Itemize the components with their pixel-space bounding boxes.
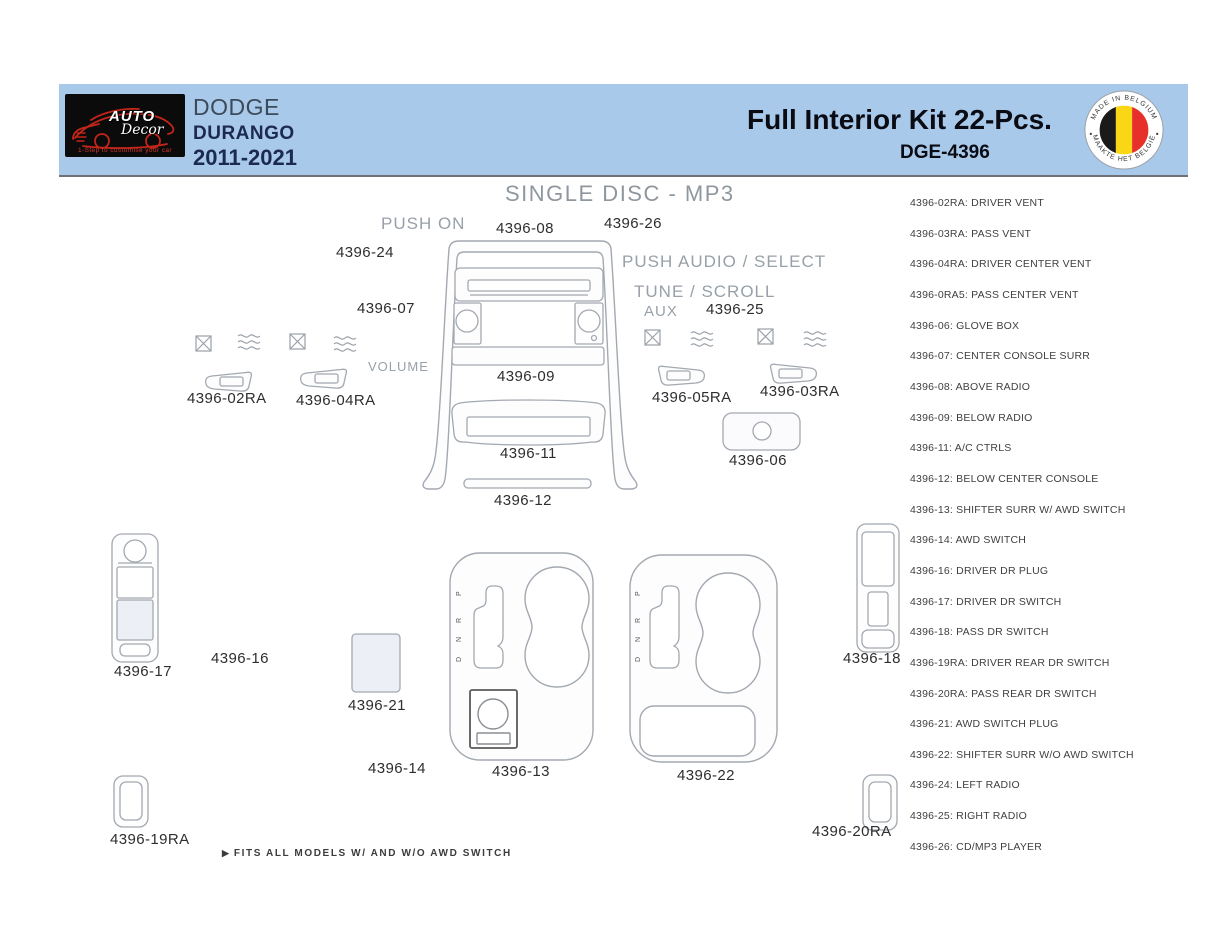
parts-list-item: 4396-08: ABOVE RADIO [910, 380, 1031, 393]
annotation-push-audio-select: PUSH AUDIO / SELECT [622, 252, 827, 271]
gear-letters-13: P R N D [456, 591, 463, 662]
arrow-icon: ▶ [222, 848, 229, 858]
parts-list-item: 4396-09: BELOW RADIO [910, 411, 1033, 424]
part-4396-05RA-shape [657, 365, 706, 386]
parts-list-item: 4396-14: AWD SWITCH [910, 534, 1027, 547]
label-4396-07: 4396-07 [357, 300, 415, 317]
fitment-note-text: FITS ALL MODELS W/ AND W/O AWD SWITCH [233, 848, 512, 859]
gear-letters-22: P R N D [635, 591, 642, 662]
made-in-belgium-badge: MADE IN BELGIUM MAAKTE HET BELGIË [1084, 90, 1164, 170]
annotation-aux: AUX [644, 303, 678, 320]
parts-list-item: 4396-04RA: DRIVER CENTER VENT [910, 258, 1092, 271]
annotation-tune-scroll: TUNE / SCROLL [634, 282, 776, 301]
part-4396-18-shape [856, 523, 900, 653]
label-4396-18: 4396-18 [843, 650, 901, 667]
svg-text:N: N [635, 637, 642, 642]
part-4396-08-shape [453, 267, 604, 345]
label-4396-11: 4396-11 [500, 445, 557, 462]
label-4396-22: 4396-22 [677, 767, 735, 784]
svg-text:P: P [456, 591, 463, 596]
vehicle-model: DURANGO [193, 123, 295, 144]
part-4396-11-shape [451, 399, 606, 446]
part-4396-19RA-shape [113, 775, 149, 828]
part-4396-04RA-shape [299, 368, 348, 389]
part-4396-13-shape: P R N D [449, 552, 594, 761]
parts-list-item: 4396-24: LEFT RADIO [910, 779, 1020, 792]
parts-list-item: 4396-22: SHIFTER SURR W/O AWD SWITCH [910, 748, 1134, 761]
annotation-push-on: PUSH ON [381, 214, 466, 233]
label-4396-26: 4396-26 [604, 215, 662, 232]
fitment-note: ▶ FITS ALL MODELS W/ AND W/O AWD SWITCH [222, 848, 512, 859]
part-4396-12-shape [463, 478, 592, 489]
logo-car-icon [72, 107, 175, 149]
part-4396-03RA-shape [769, 363, 818, 384]
label-4396-02RA: 4396-02RA [187, 390, 267, 407]
label-4396-21: 4396-21 [348, 697, 406, 714]
parts-list-item: 4396-07: CENTER CONSOLE SURR [910, 350, 1091, 363]
parts-list-item: 4396-20RA: PASS REAR DR SWITCH [910, 687, 1097, 700]
label-4396-13: 4396-13 [492, 763, 550, 780]
svg-text:D: D [635, 657, 642, 662]
label-4396-25: 4396-25 [706, 301, 764, 318]
label-4396-16: 4396-16 [211, 650, 269, 667]
svg-text:R: R [635, 618, 642, 623]
parts-list-item: 4396-06: GLOVE BOX [910, 319, 1020, 332]
svg-text:D: D [456, 657, 463, 662]
parts-list-item: 4396-13: SHIFTER SURR W/ AWD SWITCH [910, 503, 1126, 516]
parts-list-item: 4396-12: BELOW CENTER CONSOLE [910, 472, 1099, 485]
svg-text:P: P [635, 591, 642, 596]
autodecor-logo: AUTO Decor 1-Step to customise your car [65, 94, 185, 157]
belgium-flag-icon [1099, 105, 1149, 155]
part-4396-21-shape [351, 633, 401, 693]
svg-text:N: N [456, 637, 463, 642]
vehicle-years: 2011-2021 [193, 145, 297, 170]
header-band: AUTO Decor 1-Step to customise your car … [59, 84, 1188, 177]
part-4396-07-shape [422, 240, 638, 490]
label-4396-09: 4396-09 [497, 368, 555, 385]
logo-tagline: 1-Step to customise your car [78, 147, 172, 154]
parts-list-item: 4396-11: A/C CTRLS [910, 442, 1012, 455]
part-4396-14-shape [469, 689, 518, 749]
label-4396-05RA: 4396-05RA [652, 389, 732, 406]
label-4396-12: 4396-12 [494, 492, 552, 509]
svg-text:R: R [456, 618, 463, 623]
parts-list: 4396-02RA: DRIVER VENT 4396-03RA: PASS VE… [910, 197, 1134, 853]
parts-list-item: 4396-02RA: DRIVER VENT [910, 197, 1044, 209]
parts-list-item: 4396-26: CD/MP3 PLAYER [910, 840, 1043, 853]
kit-title: Full Interior Kit 22-Pcs. [747, 104, 1052, 135]
part-4396-17-shape [111, 533, 159, 663]
part-4396-09-shape [451, 346, 605, 366]
label-4396-08: 4396-08 [496, 220, 554, 237]
parts-list-item: 4396-03RA: PASS VENT [910, 227, 1032, 240]
logo-brand-script: Decor [121, 122, 164, 138]
label-4396-24: 4396-24 [336, 244, 394, 261]
label-4396-19RA: 4396-19RA [110, 831, 190, 848]
label-4396-17: 4396-17 [114, 663, 172, 680]
diagram-title: SINGLE DISC - MP3 [505, 181, 735, 206]
parts-list-item: 4396-19RA: DRIVER REAR DR SWITCH [910, 656, 1110, 669]
parts-list-item: 4396-17: DRIVER DR SWITCH [910, 595, 1062, 608]
annotation-volume: VOLUME [368, 359, 429, 374]
label-4396-20RA: 4396-20RA [812, 823, 892, 840]
logo-brand-text: AUTO [109, 108, 156, 125]
part-4396-02RA-shape [204, 371, 253, 392]
vehicle-make: DODGE [193, 94, 280, 120]
part-4396-06-shape [722, 412, 801, 451]
parts-list-item: 4396-25: RIGHT RADIO [910, 810, 1028, 823]
part-4396-22-shape: P R N D [629, 554, 778, 763]
vehicle-info: DODGE DURANGO 2011-2021 [193, 96, 297, 169]
label-4396-06: 4396-06 [729, 452, 787, 469]
parts-list-item: 4396-16: DRIVER DR PLUG [910, 564, 1049, 577]
kit-code: DGE-4396 [900, 142, 990, 163]
part-4396-20RA-shape [862, 774, 898, 831]
label-4396-04RA: 4396-04RA [296, 392, 376, 409]
parts-list-item: 4396-18: PASS DR SWITCH [910, 626, 1049, 639]
parts-list-item: 4396-0RA5: PASS CENTER VENT [910, 288, 1079, 301]
label-4396-14: 4396-14 [368, 760, 426, 777]
label-4396-03RA: 4396-03RA [760, 383, 840, 400]
parts-list-item: 4396-21: AWD SWITCH PLUG [910, 718, 1059, 731]
